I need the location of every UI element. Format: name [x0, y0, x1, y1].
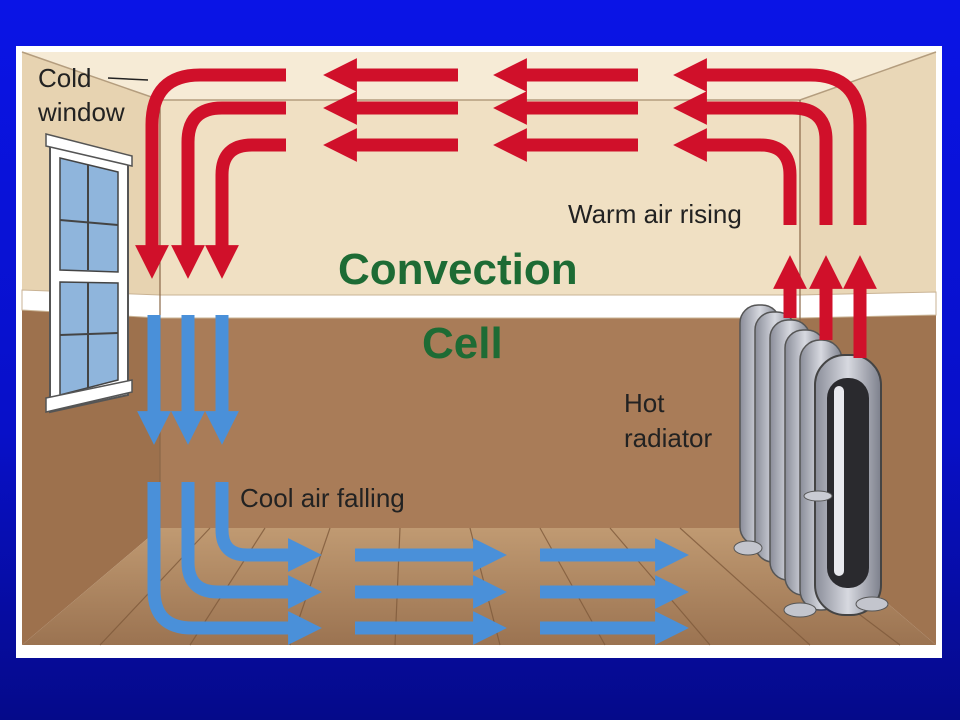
- cool-corner-arrow: [215, 482, 322, 572]
- ceiling: [22, 52, 936, 100]
- convection-title: Convection: [338, 245, 578, 294]
- cold-window-leader: [107, 77, 149, 81]
- warm-descending-arrow: [171, 101, 286, 279]
- hot-radiator-label-line2: radiator: [624, 423, 712, 453]
- cold-window-label-line1: Cold: [38, 63, 91, 93]
- hot-radiator-label-line1: Hot: [624, 388, 665, 418]
- warm-descending-arrow: [135, 68, 286, 279]
- warm-corner-arrow: [673, 128, 797, 225]
- room: [21, 51, 937, 646]
- cool-corner-arrow: [147, 482, 322, 645]
- warm-air-arrows: [135, 58, 877, 358]
- cool-air-arrows: [137, 315, 689, 645]
- warm-air-label: Warm air rising: [568, 199, 742, 229]
- hot-radiator: [733, 304, 889, 618]
- cool-corner-arrow: [181, 482, 322, 609]
- cold-window: [45, 133, 133, 414]
- right-wall-upper: [800, 52, 936, 295]
- warm-corner-arrow: [673, 58, 867, 225]
- warm-descending-arrow: [205, 138, 286, 279]
- cold-window-label-line2: window: [37, 97, 125, 127]
- back-wall-lower: [160, 318, 800, 528]
- cell-title: Cell: [422, 319, 503, 368]
- warm-corner-arrow: [673, 91, 833, 225]
- cool-air-label: Cool air falling: [240, 483, 405, 513]
